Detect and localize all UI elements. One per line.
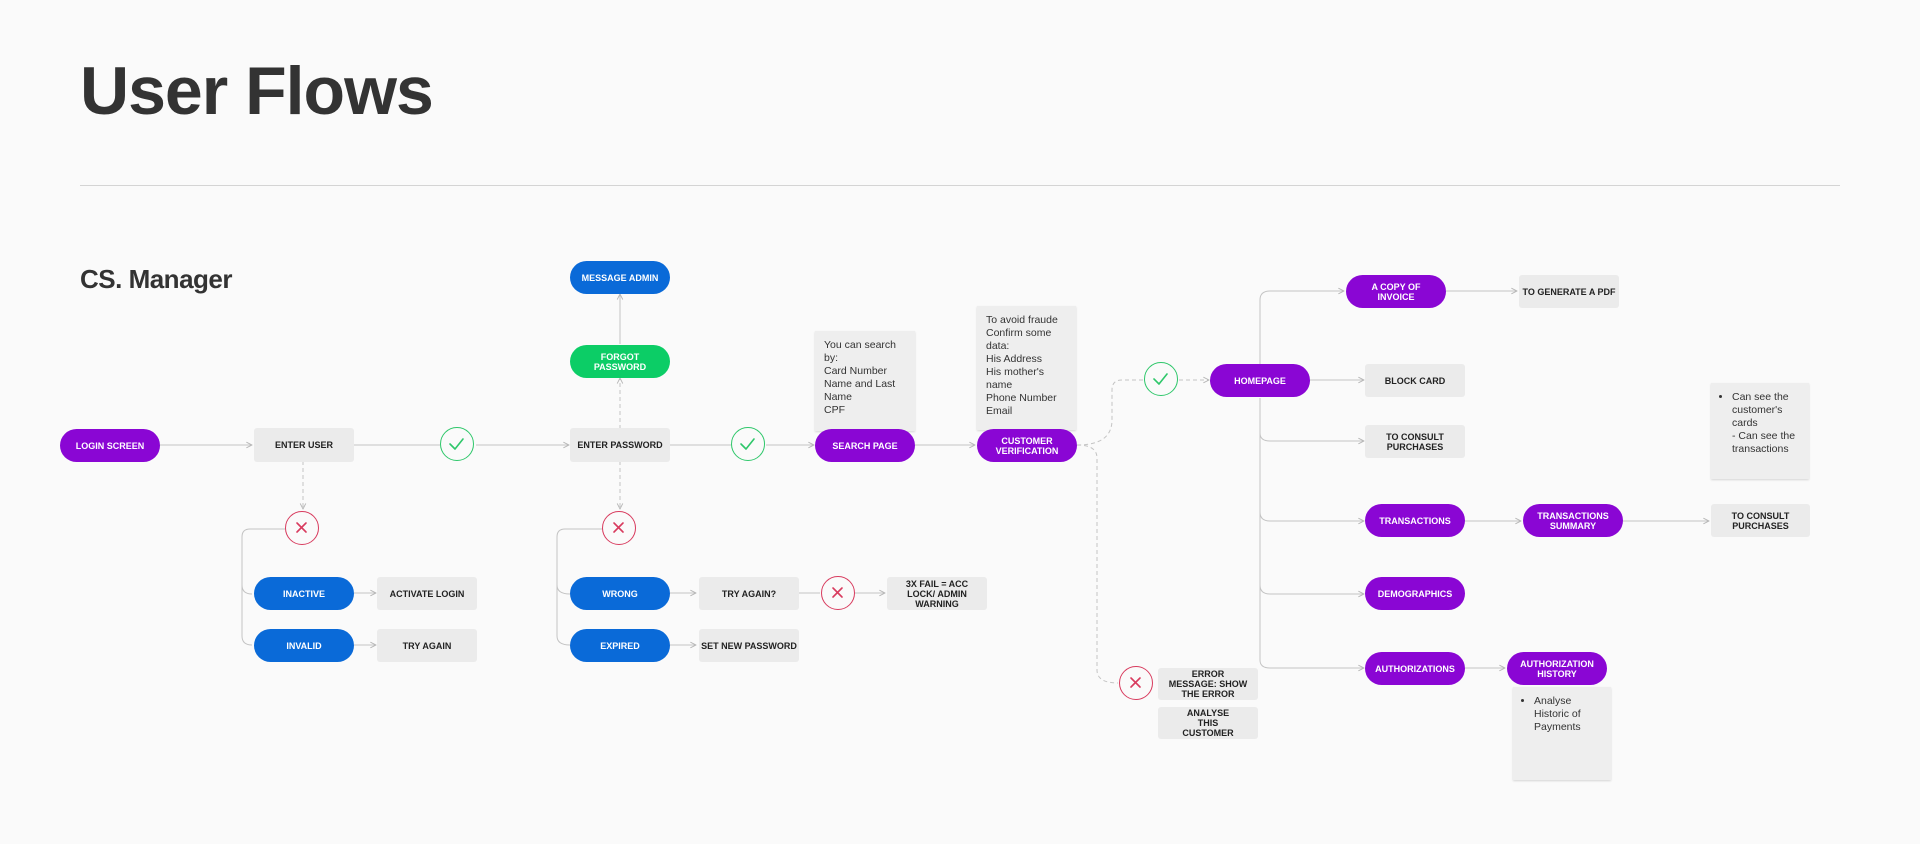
connector [1259, 432, 1364, 441]
connector [1259, 584, 1364, 594]
homepage-node[interactable]: HOMEPAGE [1210, 364, 1310, 397]
verification-note: To avoid fraude Confirm some data: His A… [977, 306, 1076, 430]
connector [556, 528, 603, 646]
cards-note: Can see the customer's cards - Can see t… [1711, 383, 1809, 479]
inactive-node[interactable]: INACTIVE [254, 577, 354, 610]
payments-note: Analyse Historic of Payments [1513, 687, 1611, 780]
demographics-node[interactable]: DEMOGRAPHICS [1365, 577, 1465, 610]
block-card-node[interactable]: BLOCK CARD [1365, 364, 1465, 397]
note-line: Name [824, 391, 853, 403]
enter-user-node[interactable]: ENTER USER [254, 428, 354, 462]
authorization-history-node[interactable]: AUTHORIZATION HISTORY [1507, 652, 1607, 685]
close-icon [821, 576, 855, 610]
note-line: - Can see the transactions [1732, 430, 1796, 455]
note-line: by: [824, 352, 839, 364]
connector [1259, 511, 1364, 521]
section-title: CS. Manager [80, 264, 233, 294]
page-title: User Flows [80, 53, 434, 129]
try-again-node[interactable]: TRY AGAIN [377, 629, 477, 662]
note-line: CPF [824, 404, 845, 416]
connector [241, 584, 253, 595]
transactions-summary-node[interactable]: TRANSACTIONS SUMMARY [1523, 504, 1623, 537]
search-page-node[interactable]: SEARCH PAGE [815, 429, 915, 462]
check-icon [440, 427, 474, 461]
note-line: Name and Last [824, 378, 896, 390]
close-icon [602, 511, 636, 545]
forgot-password-node[interactable]: FORGOT PASSWORD [570, 345, 670, 378]
note-line: Analyse Historic of Payments [1534, 695, 1602, 734]
message-admin-node[interactable]: MESSAGE ADMIN [570, 261, 670, 294]
connector [1076, 379, 1143, 446]
note-line: Phone Number [986, 392, 1057, 404]
note-line: To avoid fraude [986, 314, 1058, 326]
wrong-node[interactable]: WRONG [570, 577, 670, 610]
activate-login-node[interactable]: ACTIVATE LOGIN [377, 577, 477, 610]
transactions-node[interactable]: TRANSACTIONS [1365, 504, 1465, 537]
note-line: You can search [824, 339, 896, 351]
note-line: His mother's [986, 366, 1045, 378]
check-icon [1144, 362, 1178, 396]
search-note: You can search by: Card Number Name and … [815, 331, 915, 431]
note-line: name [986, 379, 1013, 391]
enter-password-node[interactable]: ENTER PASSWORD [570, 428, 670, 462]
connector [556, 584, 571, 595]
connector [1076, 444, 1119, 684]
note-line: Confirm some [986, 327, 1052, 339]
note-line: Card Number [824, 365, 888, 377]
customer-verification-node[interactable]: CUSTOMER VERIFICATION [977, 429, 1077, 462]
acc-lock-node[interactable]: 3X FAIL = ACC LOCK/ ADMIN WARNING [887, 577, 987, 610]
divider [80, 185, 1840, 186]
close-icon [285, 511, 319, 545]
invalid-node[interactable]: INVALID [254, 629, 354, 662]
connector [1259, 398, 1364, 668]
copy-invoice-node[interactable]: A COPY OF INVOICE [1346, 275, 1446, 308]
note-line: Email [986, 405, 1013, 417]
close-icon [1119, 666, 1153, 700]
login-screen-node[interactable]: LOGIN SCREEN [60, 429, 160, 462]
note-line: data: [986, 340, 1010, 352]
analyse-customer-node[interactable]: ANALYSE THIS CUSTOMER [1158, 707, 1258, 739]
authorizations-node[interactable]: AUTHORIZATIONS [1365, 652, 1465, 685]
set-new-password-node[interactable]: SET NEW PASSWORD [699, 629, 799, 662]
check-icon [731, 427, 765, 461]
connector [241, 528, 286, 646]
consult-purchases-node[interactable]: TO CONSULT PURCHASES [1365, 425, 1465, 458]
consult-purchases-2-node[interactable]: TO CONSULT PURCHASES [1711, 504, 1810, 537]
expired-node[interactable]: EXPIRED [570, 629, 670, 662]
try-again-question-node[interactable]: TRY AGAIN? [699, 577, 799, 610]
connector [1259, 291, 1344, 378]
note-line: His Address [986, 353, 1043, 365]
note-line: Can see the customer's cards [1732, 391, 1800, 430]
error-message-node[interactable]: ERROR MESSAGE: SHOW THE ERROR [1158, 668, 1258, 700]
generate-pdf-node[interactable]: TO GENERATE A PDF [1519, 275, 1619, 308]
